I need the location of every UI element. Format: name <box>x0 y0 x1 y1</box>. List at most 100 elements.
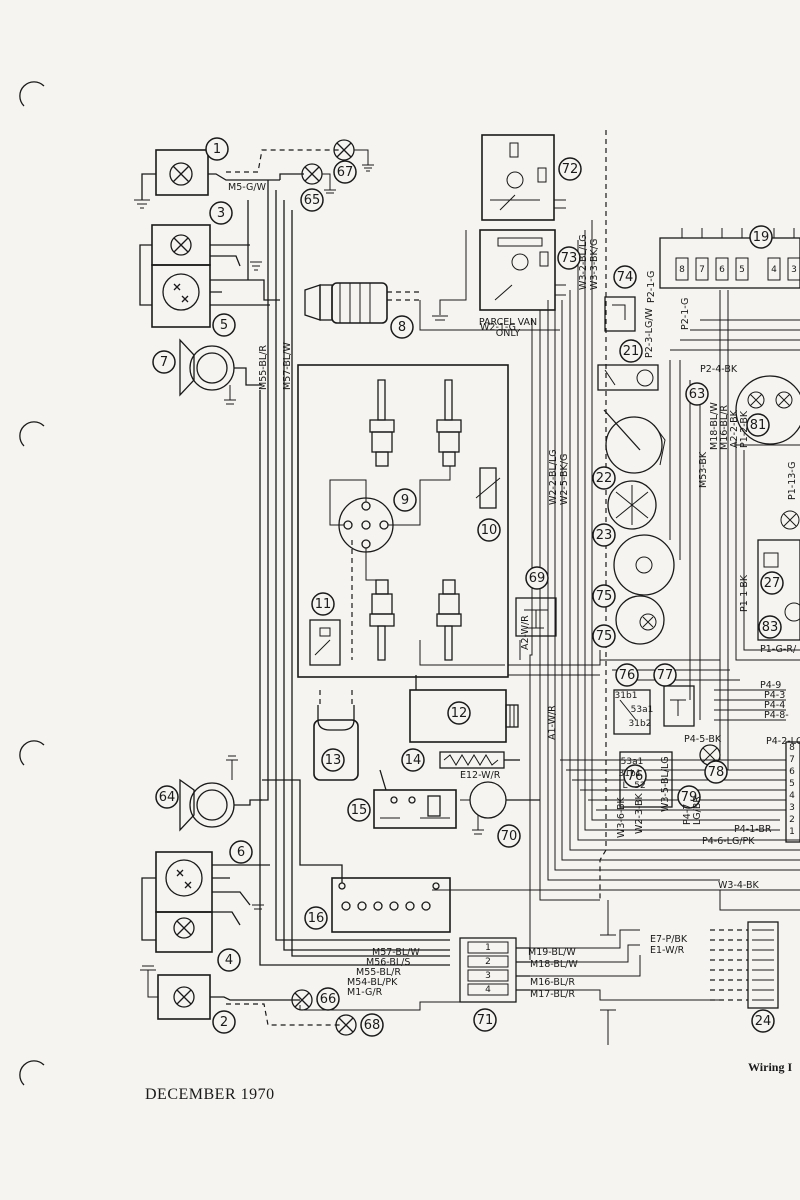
resistor-10 <box>475 467 501 509</box>
svg-text:16: 16 <box>308 911 325 926</box>
svg-text:76: 76 <box>627 769 644 784</box>
svg-text:73: 73 <box>561 251 578 266</box>
lamp-unit-1 <box>134 149 340 209</box>
fuse-71-pin-3: 3 <box>485 971 491 981</box>
component-label-78: 78 <box>704 760 728 784</box>
wire-label-p47: P4-7 <box>682 804 693 825</box>
svg-text:13: 13 <box>325 753 342 768</box>
wire-label-m55: M55-BL/R <box>258 345 269 390</box>
wire-label-m57: M57-BL/W <box>282 342 293 390</box>
ignition-box <box>297 364 509 678</box>
component-label-77: 77 <box>653 663 677 687</box>
component-label-23: 23 <box>592 523 616 547</box>
fuse-71-pin-1: 1 <box>485 943 491 953</box>
wire-label-p41: P4-1-BR <box>734 824 772 835</box>
p4-pin-2: 2 <box>789 815 795 825</box>
switch-11 <box>309 619 341 666</box>
p4-pin-3: 3 <box>789 803 795 813</box>
binder-holes <box>19 81 45 1086</box>
component-label-22: 22 <box>592 466 616 490</box>
component-label-70: 70 <box>497 824 521 848</box>
svg-text:14: 14 <box>405 753 422 768</box>
component-label-83: 83 <box>758 615 782 639</box>
switch-76-term-31b2: 31b2 <box>629 719 652 729</box>
wire-label-w35: W3-5-BL/LG <box>660 756 671 812</box>
fuse-71-pin-4: 4 <box>485 985 491 995</box>
svg-text:7: 7 <box>160 355 168 370</box>
switch-76b-term-31b1: 31b1 <box>619 769 642 779</box>
switch-74 <box>604 296 636 332</box>
wire-label-w23: W2-3-BK <box>634 792 645 834</box>
svg-text:63: 63 <box>689 387 706 402</box>
switch-69 <box>515 597 557 637</box>
alternator-8 <box>304 282 420 324</box>
connector-19-pin-4: 4 <box>771 265 777 275</box>
fuse-71-pin-2: 2 <box>485 957 491 967</box>
component-label-76: 76 <box>615 663 639 687</box>
switch-76b-term-L: L <box>622 781 627 791</box>
p4-pin-7: 7 <box>789 755 795 765</box>
component-label-7: 7 <box>152 350 176 374</box>
wire-label-m56: M56-BL/S <box>366 957 410 968</box>
horn-64 <box>179 755 262 832</box>
svg-text:81: 81 <box>750 418 767 433</box>
wire-label-m5: M5-G/W <box>228 182 267 193</box>
wire-label-e1: E1-W/R <box>650 945 685 956</box>
ignition-coil-13 <box>313 690 359 781</box>
central-harness <box>299 220 800 1011</box>
component-label-69: 69 <box>525 566 549 590</box>
bulkhead-line <box>599 130 607 900</box>
svg-text:74: 74 <box>617 270 634 285</box>
svg-text:21: 21 <box>623 344 640 359</box>
spark-plug <box>369 579 395 661</box>
component-label-13: 13 <box>321 748 345 772</box>
svg-text:24: 24 <box>755 1014 772 1029</box>
connector-19-pin-3: 3 <box>791 265 797 275</box>
spark-plug <box>369 379 395 467</box>
component-label-64: 64 <box>155 785 179 809</box>
svg-text:64: 64 <box>159 790 176 805</box>
wire-label-a2: A2-W/R <box>520 615 531 650</box>
wire-label-w34: W3-4-BK <box>718 880 760 891</box>
battery-16 <box>262 779 451 933</box>
wire-label-p23: P2-3-LG/W <box>644 307 655 358</box>
component-label-27: 27 <box>760 571 784 595</box>
svg-text:75: 75 <box>596 629 613 644</box>
wire-label-w25: W2-5-BK/G <box>559 454 570 505</box>
component-label-3: 3 <box>209 201 233 225</box>
svg-text:75: 75 <box>596 589 613 604</box>
svg-text:23: 23 <box>596 528 613 543</box>
switch-76b-term-53a1: 53a1 <box>621 757 644 767</box>
lamp-unit-3-5 <box>139 200 280 328</box>
svg-text:79: 79 <box>681 790 698 805</box>
p4-pin-6: 6 <box>789 767 795 777</box>
p4-pin-1: 1 <box>789 827 795 837</box>
horn-7 <box>179 338 262 405</box>
connector-19-pin-5: 5 <box>739 265 745 275</box>
gauge-22 <box>603 409 666 474</box>
switch-21 <box>597 364 659 391</box>
wiper-unit-72 <box>481 134 566 221</box>
component-label-14: 14 <box>401 748 425 772</box>
wire-label-p45: P4-5-BK <box>684 734 722 745</box>
svg-text:22: 22 <box>596 471 613 486</box>
component-label-63: 63 <box>685 382 709 406</box>
component-label-10: 10 <box>477 518 501 542</box>
parcel-van-note: ONLY <box>496 328 521 339</box>
svg-text:11: 11 <box>315 597 332 612</box>
distributor-9 <box>329 466 451 660</box>
component-label-24: 24 <box>751 1009 775 1033</box>
svg-text:4: 4 <box>225 953 233 968</box>
svg-text:83: 83 <box>762 620 779 635</box>
wire-label-p24: P2-4-BK <box>700 364 738 375</box>
connector-24 <box>710 921 779 1009</box>
switch-76b-term-52: 52 <box>634 781 645 791</box>
p4-pin-8: 8 <box>789 743 795 753</box>
wire-label-a22: A2-2-BK <box>729 409 740 448</box>
wire-label-m57b: M57-BL/W <box>372 947 420 958</box>
wire-label-p42: P4-2-LG <box>766 736 800 747</box>
connector-19-pin-8: 8 <box>679 265 685 275</box>
svg-text:70: 70 <box>501 829 518 844</box>
parcel-van-note: PARCEL VAN <box>479 317 537 328</box>
